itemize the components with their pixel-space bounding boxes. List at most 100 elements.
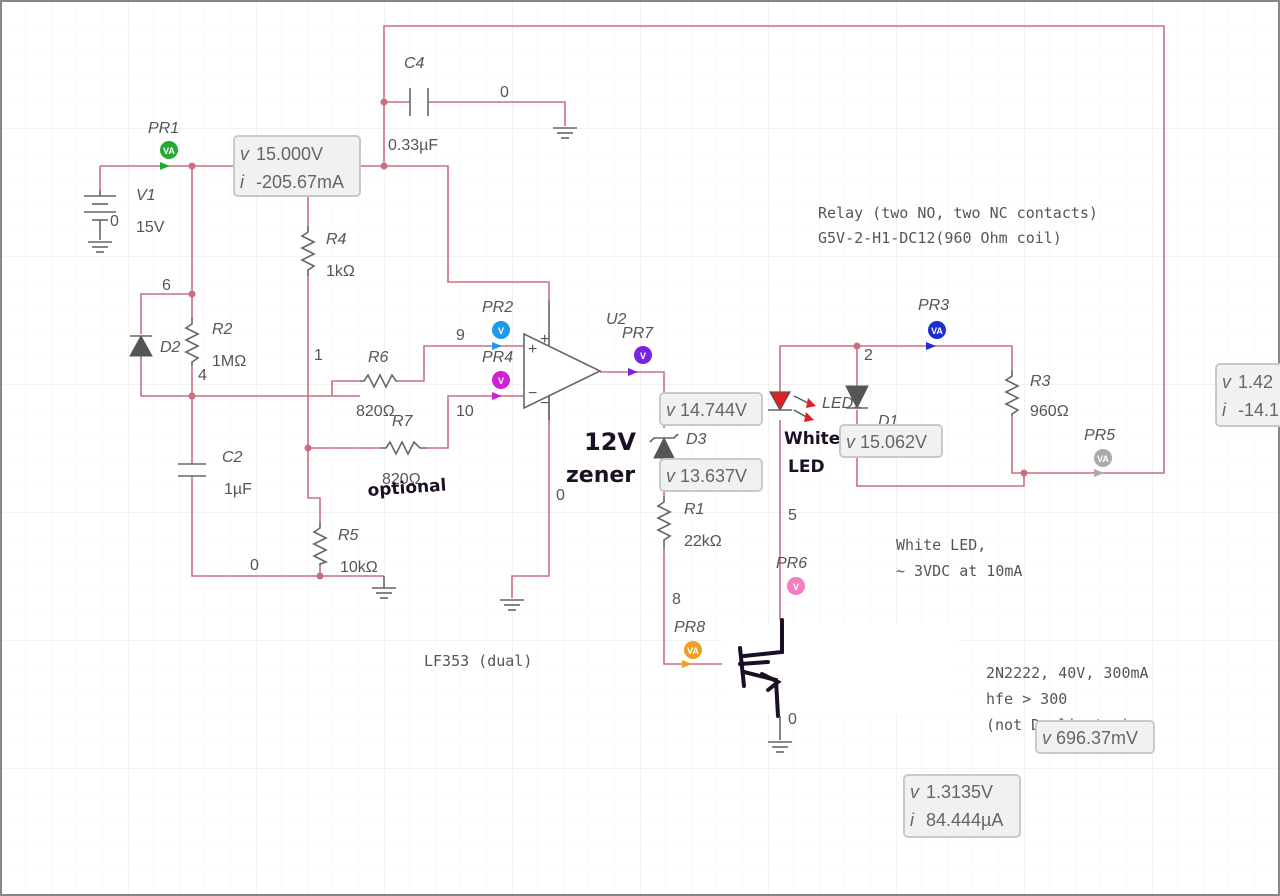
measure-current: 84.444µA — [926, 810, 1003, 830]
probe-pr7[interactable]: PR7 V — [622, 325, 654, 376]
measure-v-symbol: v — [666, 466, 676, 486]
measure-current: -205.67mA — [256, 172, 344, 192]
measure-v-symbol: v — [1222, 372, 1232, 392]
probe-pr5[interactable]: PR5 VA — [1084, 427, 1115, 477]
led-note-line1: White LED, — [896, 536, 986, 554]
probe-label: PR4 — [482, 349, 513, 366]
resistor-r7[interactable] — [380, 440, 426, 456]
measure-v-symbol: v — [666, 400, 676, 420]
node-label: 9 — [456, 327, 465, 344]
c2-value: 1µF — [224, 481, 252, 498]
probe-type: V — [498, 326, 504, 336]
wires — [99, 25, 1165, 665]
measure-voltage: 1.3135V — [926, 782, 993, 802]
probe-type: V — [793, 582, 799, 592]
wire-r6-left — [331, 380, 360, 396]
resistor-r3[interactable] — [1004, 370, 1020, 416]
relay-note-line2: G5V-2-H1-DC12(960 Ohm coil) — [818, 229, 1062, 247]
c4-value: 0.33µF — [388, 137, 438, 154]
led-note-line2: ~ 3VDC at 10mA — [896, 562, 1022, 580]
ground-symbol — [500, 599, 524, 611]
probe-pr2[interactable]: PR2 V — [482, 299, 513, 350]
v1-ref: V1 — [136, 187, 156, 204]
probe-label: PR8 — [674, 619, 705, 636]
wire-r1-base — [663, 548, 740, 665]
measure-i-symbol: i — [240, 172, 245, 192]
resistor-r5[interactable] — [312, 522, 329, 566]
v1-value: 15V — [136, 219, 165, 236]
transistor-patch — [722, 624, 958, 714]
probe-pr8[interactable]: PR8 VA — [674, 619, 705, 668]
ground-symbol — [372, 576, 396, 599]
measurement-pr3[interactable]: v 15.062V — [839, 424, 943, 458]
measurement-pr7[interactable]: v 14.744V — [659, 392, 763, 426]
node-label: 6 — [162, 277, 171, 294]
node-label: 5 — [788, 507, 797, 524]
r7-value: 820Ω — [382, 471, 421, 488]
measure-v-symbol: v — [240, 144, 250, 164]
handwritten-zener: zener — [566, 463, 635, 488]
probe-pr3[interactable]: PR3 VA — [918, 297, 949, 350]
measurement-pr5[interactable]: v 1.42 i -14.1 — [1215, 363, 1280, 427]
junction — [188, 392, 196, 400]
probe-pr6[interactable]: PR6 V — [776, 555, 807, 595]
r3-ref: R3 — [1030, 373, 1051, 390]
probe-label: PR1 — [148, 120, 179, 137]
transistor-note-line2: hfe > 300 — [986, 690, 1067, 708]
measure-v-symbol: v — [910, 782, 920, 802]
handwritten-12v: 12V — [584, 428, 636, 456]
r5-value: 10kΩ — [340, 559, 378, 576]
node-label: 0 — [110, 213, 119, 230]
c4-ref: C4 — [404, 55, 425, 72]
diode-d2[interactable] — [129, 334, 153, 357]
opamp-u2[interactable] — [523, 300, 602, 420]
probe-pr4[interactable]: PR4 V — [482, 349, 513, 400]
capacitor-c2[interactable] — [178, 463, 206, 477]
measure-i-symbol: i — [1222, 400, 1227, 420]
resistor-r1[interactable] — [656, 496, 672, 548]
probe-type: VA — [931, 326, 943, 336]
opamp-minus: − — [528, 385, 537, 402]
r6-ref: R6 — [368, 349, 389, 366]
capacitor-c4[interactable] — [409, 88, 429, 116]
measurement-pr8[interactable]: v 1.3135V i 84.444µA — [903, 774, 1021, 838]
r7-ref: R7 — [392, 413, 414, 430]
transistor-q-2n2222[interactable] — [738, 618, 784, 718]
probe-pr1[interactable]: PR1 VA — [148, 120, 179, 170]
measurement-pr4[interactable]: v 13.637V — [659, 458, 763, 492]
resistor-r2[interactable] — [184, 318, 200, 366]
relay-note-line1: Relay (two NO, two NC contacts) — [818, 204, 1098, 222]
wire-relay-top — [779, 345, 1013, 392]
ground-symbol — [768, 741, 792, 753]
junction — [853, 342, 861, 350]
led-led1[interactable] — [768, 391, 816, 422]
probe-type: VA — [163, 146, 175, 156]
r2-value: 1MΩ — [212, 353, 246, 370]
probe-label: PR6 — [776, 555, 807, 572]
node-label: 8 — [672, 591, 681, 608]
resistor-r6[interactable] — [360, 373, 398, 389]
node-label: 0 — [250, 557, 259, 574]
r6-value: 820Ω — [356, 403, 395, 420]
measurement-pr1[interactable]: v 15.000V i -205.67mA — [233, 135, 361, 197]
battery-v1[interactable] — [84, 190, 116, 240]
node-label: 0 — [556, 487, 565, 504]
wire-noninverting — [398, 345, 524, 382]
transistor-note-line1: 2N2222, 40V, 300mA — [986, 664, 1149, 682]
measure-current: -14.1 — [1238, 400, 1279, 420]
node-label: 2 — [864, 347, 873, 364]
resistor-r4[interactable] — [300, 226, 316, 276]
diode-d1[interactable] — [845, 385, 869, 410]
c2-ref: C2 — [222, 449, 243, 466]
junction — [188, 162, 196, 170]
junction — [380, 162, 388, 170]
ground-symbol — [553, 127, 577, 139]
measurement-pr6[interactable]: v 696.37mV — [1035, 720, 1155, 754]
probe-type: VA — [687, 646, 699, 656]
measure-voltage: 15.000V — [256, 144, 323, 164]
probe-label: PR5 — [1084, 427, 1115, 444]
measure-voltage: 14.744V — [680, 400, 747, 420]
junction — [316, 572, 324, 580]
